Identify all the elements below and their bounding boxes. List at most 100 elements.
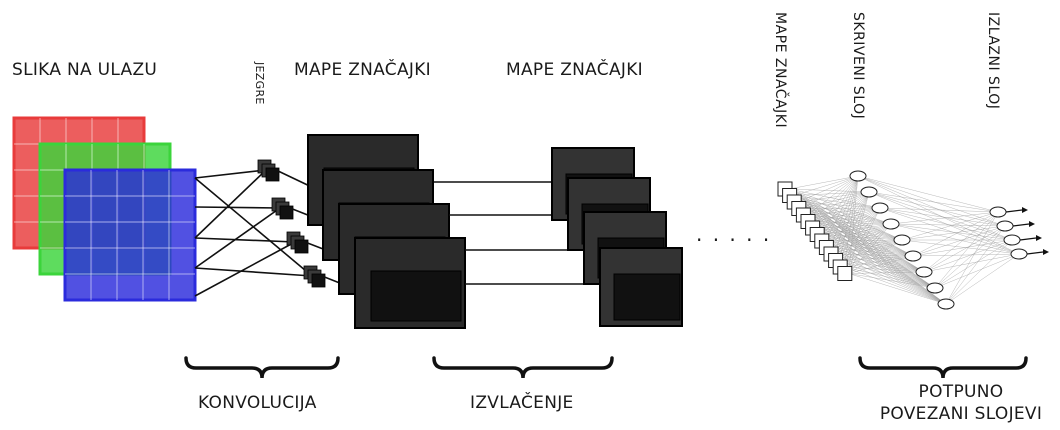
section-braces <box>184 356 1028 379</box>
flattened-unit <box>837 266 853 281</box>
hidden-neuron <box>926 282 944 294</box>
fc-line <box>945 225 1006 305</box>
fc-line <box>901 225 1006 241</box>
fc-line <box>934 211 999 289</box>
feature-maps-label-2: MAPE ZNAČAJKI <box>506 60 643 80</box>
fc-line <box>857 175 1013 241</box>
fc-line <box>901 211 999 241</box>
output-layer-neurons <box>989 206 1049 260</box>
input-kernel-link <box>194 237 296 243</box>
fc-line <box>934 225 1006 289</box>
fc-line <box>879 207 1020 255</box>
fc-line <box>923 211 999 273</box>
output-arrow-shaft <box>1019 237 1037 241</box>
ellipsis-dots: . . . . . <box>696 222 772 246</box>
fc-line <box>811 175 859 222</box>
fc-line <box>839 175 859 261</box>
input-kernel-link <box>194 177 313 277</box>
kernel-1 <box>257 159 280 182</box>
kernels-label: JEZGRE <box>253 62 266 105</box>
fc-line <box>857 175 1020 255</box>
kernel-4 <box>303 265 326 288</box>
feature-maps-stage2 <box>551 147 683 327</box>
convolution-brace <box>184 356 340 379</box>
hidden-neuron <box>893 234 911 246</box>
fc-line <box>857 175 1006 227</box>
output-neuron <box>989 206 1007 218</box>
fully-connected-label-line1: POTPUNO <box>918 382 1004 402</box>
fc-line <box>848 255 914 274</box>
fc-line <box>848 271 925 274</box>
fc-line <box>834 191 870 255</box>
fc-line <box>923 225 1006 273</box>
fc-line <box>945 253 1020 305</box>
kernel-cell <box>311 273 326 288</box>
output-neuron <box>1003 234 1021 246</box>
fc-line <box>912 253 1020 257</box>
fc-line <box>890 223 1006 227</box>
output-arrow-shaft <box>1026 251 1044 255</box>
pooling-label: IZVLAČENJE <box>470 393 574 413</box>
fully-connected-brace <box>858 356 1028 379</box>
fc-line <box>807 175 859 216</box>
fc-line <box>830 191 870 248</box>
input-kernel-link <box>194 241 296 297</box>
fully-connected-lines <box>788 175 1020 305</box>
fc-line <box>901 239 1020 255</box>
fc-line <box>945 211 999 305</box>
pooling-brace <box>432 356 614 379</box>
input-kernel-link <box>194 267 313 277</box>
input-image-label: SLIKA NA ULAZU <box>12 60 158 80</box>
kernel-cell <box>279 205 294 220</box>
fc-line <box>807 191 870 216</box>
fc-line <box>802 175 859 209</box>
fc-line <box>830 175 859 248</box>
output-neuron <box>996 220 1014 232</box>
flattened-feature-units <box>777 181 853 281</box>
fc-line <box>912 211 999 257</box>
convolution-label: KONVOLUCIJA <box>198 393 317 413</box>
hidden-neuron <box>882 218 900 230</box>
hidden-neuron <box>915 266 933 278</box>
input-image-stack <box>12 116 197 302</box>
input-kernel-link <box>194 207 281 269</box>
output-arrow-shaft <box>1012 223 1030 227</box>
fc-line <box>934 239 1013 289</box>
output-arrow-head <box>1022 207 1028 213</box>
fc-line <box>912 225 1006 257</box>
fc-line <box>848 191 870 274</box>
fc-line <box>820 175 859 235</box>
fc-line <box>848 207 881 274</box>
hidden-layer-neurons <box>849 170 955 310</box>
fc-line <box>848 239 903 274</box>
fc-line <box>802 191 870 209</box>
fc-line <box>825 191 870 242</box>
fc-line <box>843 175 859 268</box>
input-kernel-link <box>194 169 267 179</box>
fc-line <box>923 253 1020 273</box>
fc-line <box>793 175 859 196</box>
fc-line <box>843 191 870 268</box>
kernel-3 <box>286 231 309 254</box>
output-layer-label: IZLAZNI SLOJ <box>985 12 1001 110</box>
feature-maps-stage1 <box>307 134 466 329</box>
hidden-neuron <box>904 250 922 262</box>
output-neuron <box>1010 248 1028 260</box>
fc-line <box>839 191 870 261</box>
input-kernel-link <box>194 169 267 239</box>
fc-line <box>857 175 999 213</box>
feature-map-1-overlay <box>370 270 462 322</box>
input-to-kernel-connections <box>194 169 313 297</box>
fc-line <box>923 239 1013 273</box>
fc-line <box>848 175 859 274</box>
fc-line <box>868 191 1020 255</box>
kernel-cell <box>265 167 280 182</box>
feature-maps-label-1: MAPE ZNAČAJKI <box>294 60 431 80</box>
output-arrow-head <box>1043 249 1049 255</box>
kernel-2 <box>271 197 294 220</box>
fc-line <box>890 211 999 225</box>
fc-line <box>834 175 859 255</box>
fc-line <box>788 175 859 190</box>
